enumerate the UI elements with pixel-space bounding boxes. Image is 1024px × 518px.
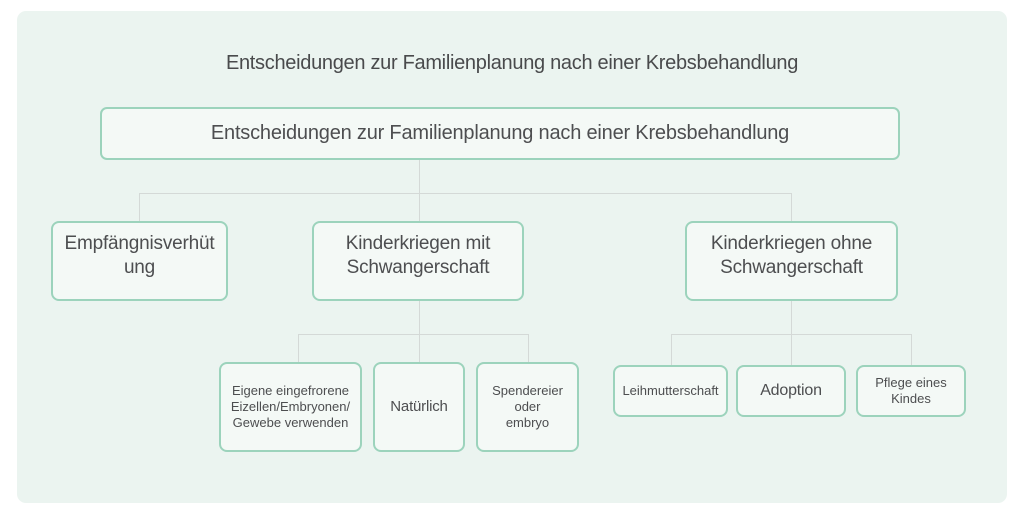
- diagram-title: Entscheidungen zur Familienplanung nach …: [225, 52, 799, 74]
- connector-without-pregnancy-bus: [671, 334, 912, 335]
- connector-drop-surrogacy: [671, 334, 672, 365]
- leaf-node-adoption: Adoption: [736, 365, 846, 417]
- leaf-node-foster: Pflege eines Kindes: [856, 365, 966, 417]
- connector-drop-foster: [911, 334, 912, 365]
- branch-node-with-pregnancy: Kinderkriegen mit Schwangerschaft: [312, 221, 524, 301]
- leaf-node-surrogacy: Leihmutterschaft: [613, 365, 728, 417]
- branch-node-contraception: Empfängnisverhüt ung: [51, 221, 228, 301]
- connector-without-pregnancy-stem: [791, 301, 792, 365]
- connector-drop-contraception: [139, 193, 140, 221]
- connector-with-pregnancy-bus: [298, 334, 528, 335]
- leaf-node-frozen-eggs: Eigene eingefrorene Eizellen/Embryonen/ …: [219, 362, 362, 452]
- connector-drop-frozen-eggs: [298, 334, 299, 362]
- connector-level2-bus: [139, 193, 792, 194]
- connector-root-stem: [419, 160, 420, 221]
- leaf-node-natural: Natürlich: [373, 362, 465, 452]
- root-node: Entscheidungen zur Familienplanung nach …: [100, 107, 900, 160]
- connector-drop-donor-eggs: [528, 334, 529, 362]
- leaf-node-donor-eggs: Spendereier oder embryo: [476, 362, 579, 452]
- branch-node-without-pregnancy: Kinderkriegen ohne Schwangerschaft: [685, 221, 898, 301]
- connector-with-pregnancy-stem: [419, 301, 420, 362]
- connector-drop-without-pregnancy: [791, 193, 792, 221]
